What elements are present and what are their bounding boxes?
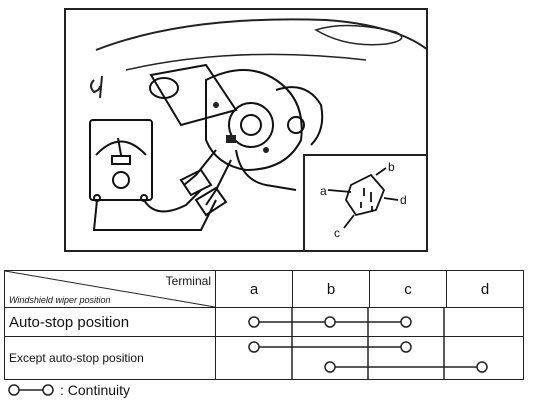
- table-row: Auto-stop position: [4, 307, 524, 337]
- continuity-row-1: [248, 308, 445, 336]
- continuity-node-c: [400, 316, 412, 328]
- pin-label-b: b: [388, 160, 395, 174]
- continuity-node-a: [248, 316, 260, 328]
- continuity-node-b: [324, 361, 336, 373]
- row-label-auto-stop: Auto-stop position: [4, 307, 216, 337]
- table-row: Except auto-stop position: [4, 336, 524, 380]
- continuity-row-2: [248, 337, 488, 379]
- header-corner-cell: Terminal Windshield wiper position: [4, 270, 216, 308]
- pin-label-a: a: [320, 184, 327, 198]
- header-diagonal: [5, 271, 215, 307]
- wiper-motor-illustration: a b c d: [64, 8, 428, 252]
- row-label-except-auto-stop: Except auto-stop position: [4, 336, 216, 380]
- continuity-node-a: [248, 341, 260, 353]
- legend-text: : Continuity: [60, 382, 131, 398]
- motor-drawing: [89, 18, 426, 250]
- table-header-row: Terminal Windshield wiper position a b c…: [4, 270, 524, 308]
- continuity-node-d: [476, 361, 488, 373]
- terminal-header-c: c: [369, 270, 447, 308]
- terminal-header-a: a: [215, 270, 293, 308]
- continuity-symbol-icon: [8, 384, 54, 396]
- header-terminal: Terminal: [165, 274, 211, 288]
- terminal-header-b: b: [292, 270, 370, 308]
- continuity-table: Terminal Windshield wiper position a b c…: [4, 270, 524, 380]
- pin-label-d: d: [400, 193, 407, 207]
- continuity-node-c: [400, 341, 412, 353]
- terminal-header-d: d: [446, 270, 524, 308]
- continuity-cell-row-1: [215, 307, 524, 337]
- continuity-node-b: [324, 316, 336, 328]
- continuity-cell-row-2: [215, 336, 524, 380]
- header-wiper-position: Windshield wiper position: [9, 295, 111, 305]
- continuity-legend: : Continuity: [8, 382, 130, 398]
- pin-label-c: c: [334, 226, 340, 240]
